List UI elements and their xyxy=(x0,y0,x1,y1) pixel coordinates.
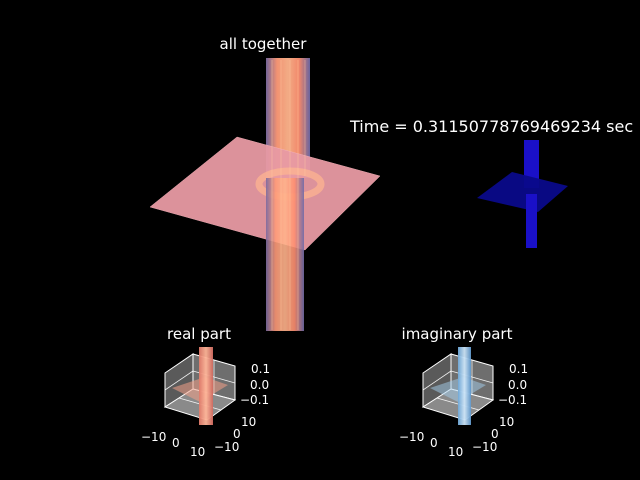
panel-blue xyxy=(477,140,568,248)
imag-x-tick-1: 0 xyxy=(430,436,438,450)
imag-y-tick-1: 0 xyxy=(491,427,499,441)
imag-x-tick-0: −10 xyxy=(399,430,424,444)
real-z-tick-0: 0.1 xyxy=(251,362,270,376)
blue-surface-plane xyxy=(477,172,568,212)
real-y-tick-2: 10 xyxy=(241,415,256,429)
imag-spike xyxy=(458,347,471,425)
real-x-tick-0: −10 xyxy=(141,430,166,444)
imag-x-tick-2: 10 xyxy=(448,445,463,459)
imag-y-tick-0: −10 xyxy=(472,440,497,454)
real-y-tick-0: −10 xyxy=(214,440,239,454)
imag-z-tick-0: 0.1 xyxy=(509,362,528,376)
real-z-tick-1: 0.0 xyxy=(250,378,269,392)
panel-title-real-part: real part xyxy=(167,325,231,343)
panel-all-together: all together xyxy=(149,35,381,331)
real-x-tick-1: 0 xyxy=(172,436,180,450)
real-z-tick-2: −0.1 xyxy=(240,393,269,407)
imag-z-tick-1: 0.0 xyxy=(508,378,527,392)
spike-streaks xyxy=(271,60,306,330)
time-label: Time = 0.31150778769469234 sec xyxy=(349,117,633,136)
panel-real-part: real part 0.1 0.0 −0.1 −10 0 10 10 0 −10 xyxy=(141,325,270,459)
panel-title-imaginary-part: imaginary part xyxy=(402,325,513,343)
panel-imaginary-part: imaginary part 0.1 0.0 −0.1 −10 0 10 10 … xyxy=(399,325,528,459)
real-x-tick-2: 10 xyxy=(190,445,205,459)
real-spike xyxy=(199,347,213,425)
blue-spike-lower xyxy=(526,194,537,248)
imag-y-tick-2: 10 xyxy=(499,415,514,429)
panel-title-all-together: all together xyxy=(220,35,308,53)
imag-z-tick-2: −0.1 xyxy=(498,393,527,407)
real-y-tick-1: 0 xyxy=(233,427,241,441)
